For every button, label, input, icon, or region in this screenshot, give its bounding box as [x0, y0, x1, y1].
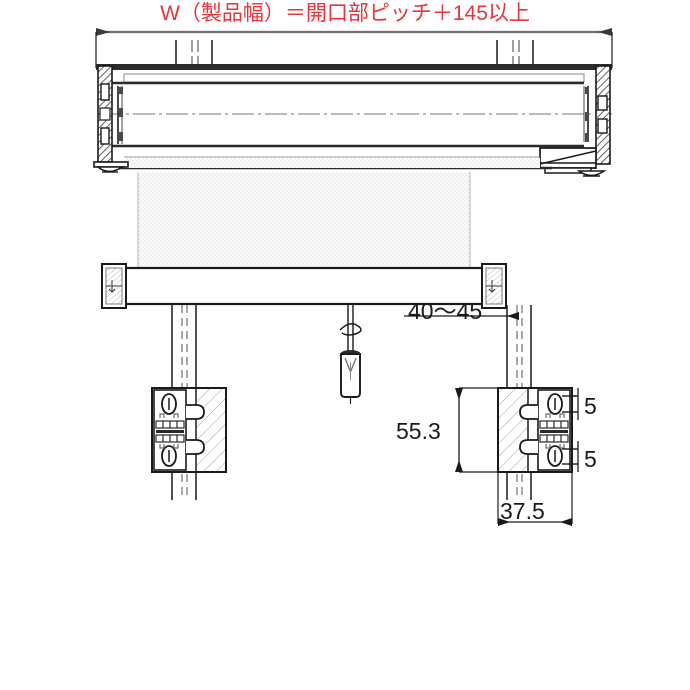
gap-arrow — [507, 312, 519, 320]
roller-screen-fabric — [137, 172, 471, 267]
bracket-right-hook-bottom — [519, 439, 538, 455]
offset-top-dimension: 5 — [562, 388, 597, 420]
bracket-left-hook-top — [186, 404, 205, 420]
headbox-inner-top — [123, 73, 585, 83]
end-cap-left-slot-top — [100, 83, 110, 101]
bottom-rail — [101, 263, 507, 309]
mounting-bracket-right — [497, 387, 573, 473]
bracket-right-hook-top — [519, 404, 538, 420]
headbox-cover-right — [539, 147, 597, 174]
gap-range-label: 40～45 — [408, 298, 482, 324]
bracket-width-label: 37.5 — [500, 498, 545, 524]
end-cap-left-slot-mid — [99, 107, 111, 121]
bracket-height-dimension: 55.3 — [396, 387, 498, 473]
headbox-end-cap-right — [595, 65, 611, 165]
headbox-foot-left — [93, 161, 129, 173]
mounting-bracket-left — [151, 387, 227, 473]
offset-bottom-dimension: 5 — [562, 441, 597, 472]
bracket-right-backplate — [499, 389, 528, 471]
end-cap-right-slot-top — [597, 95, 608, 111]
operating-cord-with-weight — [339, 305, 362, 404]
overall-width-dimension — [95, 28, 613, 68]
bracket-height-label: 55.3 — [396, 418, 441, 444]
headbox-foot-right — [576, 170, 607, 177]
offset-bottom-label: 5 — [584, 446, 597, 472]
bracket-width-dimension: 37.5 — [497, 472, 573, 526]
headbox-fabric-start — [124, 158, 540, 168]
bracket-left-teeth — [155, 413, 185, 449]
headbox-top-plate — [96, 64, 612, 70]
fabric-panel — [138, 172, 470, 267]
cord-knot — [339, 323, 362, 336]
bracket-right-teeth — [539, 413, 569, 449]
bracket-position-marks — [175, 40, 534, 68]
end-cap-left-slot-bottom — [100, 127, 110, 145]
headbox-assembly — [93, 64, 612, 177]
gap-range-dimension: 40～45 — [404, 298, 519, 324]
bracket-left-backplate — [196, 389, 225, 471]
page-title: W（製品幅）＝開口部ピッチ＋145以上 — [160, 2, 530, 25]
arrow-left — [96, 28, 110, 36]
bracket-left-hook-bottom — [186, 439, 205, 455]
arrow-right — [598, 28, 612, 36]
offset-top-label: 5 — [584, 393, 597, 419]
end-cap-right-slot-bottom — [597, 118, 608, 134]
